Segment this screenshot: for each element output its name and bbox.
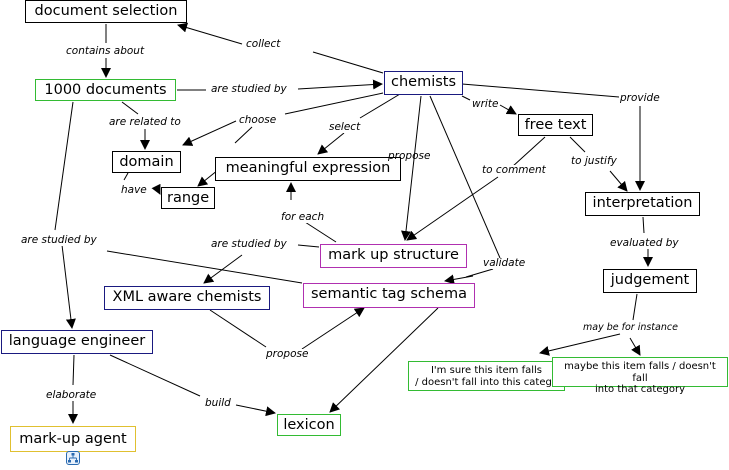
node-domain[interactable]: domain: [112, 151, 181, 173]
edge-label-validate: validate: [482, 257, 527, 269]
edge-segment: [429, 95, 501, 259]
edge-segment: [629, 337, 641, 356]
edge-label-have: have: [121, 184, 147, 196]
node-mark-up-agent[interactable]: mark-up agent: [10, 426, 136, 452]
node-1000-documents[interactable]: 1000 documents: [35, 79, 176, 101]
edge-label-write: write: [471, 98, 500, 110]
edge-segment: [284, 92, 384, 115]
edge-segment: [609, 170, 628, 192]
edge-label-may-be-for-instance: may be for instance: [582, 322, 679, 333]
node-meaningful-expression[interactable]: meaningful expression: [215, 157, 401, 181]
edge-segment: [106, 250, 303, 284]
node-range[interactable]: range: [161, 187, 215, 209]
edge-segment: [301, 307, 365, 350]
edge-segment: [54, 101, 74, 231]
edge-label-are-studied-by-xml: are studied by: [210, 238, 288, 250]
edge-label-are-studied-by-chemists: are studied by: [210, 83, 288, 95]
node-free-text[interactable]: free text: [518, 114, 593, 136]
edge-segment: [209, 309, 267, 348]
edge-segment: [359, 93, 401, 119]
node-sure-item[interactable]: I'm sure this item falls/ doesn't fall i…: [408, 361, 565, 391]
edge-label-collect: collect: [245, 38, 282, 50]
edge-segment: [121, 101, 139, 115]
edge-segment: [329, 307, 439, 413]
edge-segment: [312, 51, 384, 74]
node-judgement[interactable]: judgement: [603, 269, 697, 293]
edge-segment: [511, 136, 546, 168]
edge-segment: [72, 354, 75, 386]
edge-segment: [109, 354, 201, 397]
edge-segment: [151, 183, 161, 195]
edge-segment: [177, 22, 243, 45]
edge-label-for-each: for each: [280, 211, 326, 223]
edge-label-to-comment: to comment: [481, 164, 547, 176]
edge-label-build: build: [204, 397, 232, 409]
edge-segment: [569, 136, 586, 153]
edge-label-propose-chemists: propose: [388, 150, 431, 162]
edge-segment: [465, 268, 494, 278]
edge-segment: [444, 274, 474, 285]
node-lexicon[interactable]: lexicon: [277, 414, 341, 436]
edge-segment: [235, 404, 276, 417]
edge-segment: [642, 216, 645, 234]
edge-label-contains-about: contains about: [65, 45, 146, 57]
edge-segment: [499, 104, 517, 115]
edge-label-elaborate: elaborate: [45, 389, 98, 401]
edge-segment: [401, 95, 422, 241]
node-semantic-tag-schema[interactable]: semantic tag schema: [303, 283, 475, 308]
node-xml-aware-chemists[interactable]: XML aware chemists: [104, 286, 270, 310]
edge-label-select: select: [328, 121, 362, 133]
edge-segment: [461, 95, 471, 101]
edge-label-are-studied-by-engineer: are studied by: [20, 234, 98, 246]
edge-segment: [539, 333, 621, 356]
node-document-selection[interactable]: document selection: [25, 0, 187, 23]
node-mark-up-structure[interactable]: mark up structure: [320, 244, 467, 268]
edge-segment: [234, 126, 253, 144]
edge-segment: [304, 221, 337, 243]
edge-segment: [632, 293, 638, 321]
edge-label-are-related-to: are related to: [108, 116, 182, 128]
node-chemists[interactable]: chemists: [384, 71, 463, 95]
node-language-engineer[interactable]: language engineer: [1, 330, 153, 354]
edge-segment: [461, 83, 620, 98]
edge-label-to-justify: to justify: [570, 155, 618, 167]
edge-label-evaluated-by: evaluated by: [609, 237, 680, 249]
edge-segment: [406, 176, 499, 241]
node-interpretation[interactable]: interpretation: [585, 192, 700, 216]
edge-label-propose-xml: propose: [265, 348, 310, 360]
hierarchy-resource-icon[interactable]: [66, 451, 80, 465]
edge-segment: [297, 79, 383, 90]
edge-segment: [317, 132, 345, 155]
edge-segment: [182, 120, 237, 146]
edge-segment: [297, 244, 320, 248]
edge-segment: [123, 172, 129, 181]
edge-label-choose: choose: [238, 114, 278, 126]
edge-segment: [203, 254, 243, 284]
edge-label-provide: provide: [619, 92, 661, 104]
edge-segment: [61, 244, 76, 329]
